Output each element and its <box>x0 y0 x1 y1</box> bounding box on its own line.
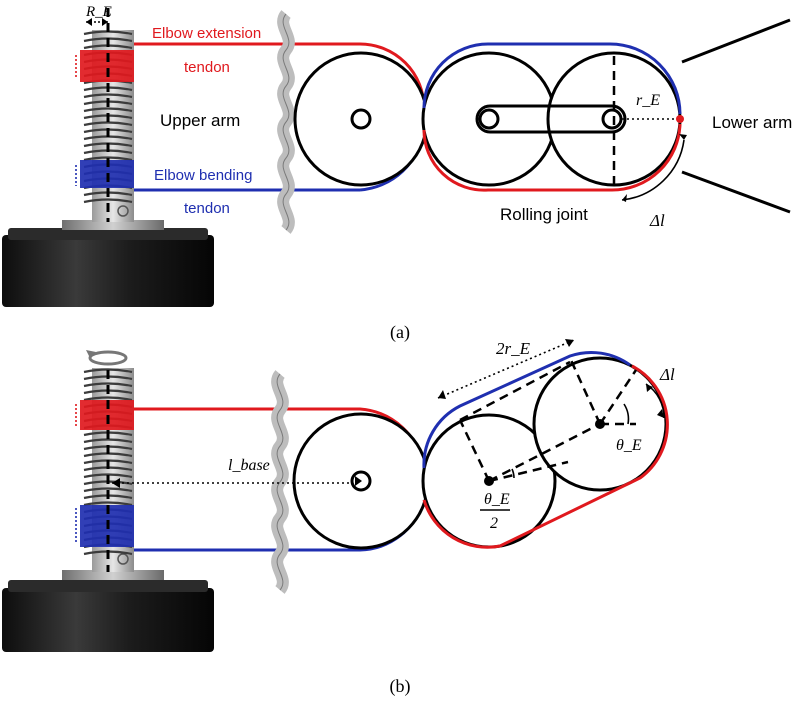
rolling-joint-a: r_E Δl <box>421 42 687 230</box>
spring-coil <box>83 396 133 402</box>
spring-coil <box>83 473 133 479</box>
radius-label: R_E <box>85 4 112 20</box>
set-screw-icon <box>117 553 129 565</box>
half-theta-numerator: θ_E <box>484 491 510 508</box>
theta-angle-arc <box>623 403 630 425</box>
delta-l-label: Δl <box>649 211 665 230</box>
extension-label-line1: Elbow extension <box>152 25 261 42</box>
connecting-link <box>475 104 627 134</box>
caption-b: (b) <box>390 676 411 697</box>
delta-arrowhead-bottom <box>622 194 627 202</box>
upper-arm-label: Upper arm <box>160 111 240 130</box>
upper-arm-pivot <box>350 108 372 130</box>
half-angle-arc <box>511 468 515 479</box>
pivot-arrowhead <box>355 476 362 486</box>
delta-l-label: Δl <box>659 365 675 384</box>
two-r-arrowhead-left <box>438 390 446 399</box>
rolling-joint-b: 2r_E θ_E θ_E 2 Δl <box>421 339 675 549</box>
base-cylinder <box>2 235 214 307</box>
tendon-anchor <box>676 115 684 123</box>
set-screw-icon <box>117 205 129 217</box>
lower-arm-bottom-edge <box>681 170 791 214</box>
spring-coil <box>83 93 133 99</box>
spring-coil <box>83 438 133 444</box>
bending-label-line1: Elbow bending <box>154 167 252 184</box>
base-cylinder-top <box>8 580 208 592</box>
base-plate <box>62 220 164 230</box>
caption-a: (a) <box>390 322 410 343</box>
spring-coil <box>83 121 133 127</box>
base-cylinder-top <box>8 228 208 240</box>
joint-tendon-red <box>422 364 669 549</box>
link-pin-right <box>601 108 623 130</box>
disc-left-center <box>484 476 494 486</box>
theta-label: θ_E <box>616 437 642 454</box>
radius-arrowhead-left <box>86 18 92 26</box>
link-pin-left <box>478 108 500 130</box>
joint-tendon-red <box>422 123 682 192</box>
actuator-base-a: R_E <box>2 4 214 307</box>
l-base-arrowhead-left <box>112 478 120 488</box>
cut-line-edge <box>276 373 284 591</box>
two-r-arrowhead-right <box>565 339 574 347</box>
disc-right-center <box>595 419 605 429</box>
cut-line-edge <box>282 13 290 231</box>
construction-lines <box>458 357 638 483</box>
spring-coil <box>83 487 133 493</box>
delta-arrowhead-top <box>679 134 687 140</box>
panel-a: R_E r_E <box>2 4 792 343</box>
joint-tendon-blue <box>422 351 631 469</box>
delta-arrowhead-bottom <box>657 409 664 418</box>
spring-coil <box>83 382 133 388</box>
half-theta-denominator: 2 <box>490 515 498 532</box>
radius-arrowhead-right <box>102 18 108 26</box>
two-r-label: 2r_E <box>496 339 531 358</box>
lower-arm-label: Lower arm <box>712 113 792 132</box>
rolling-joint-label: Rolling joint <box>500 205 588 224</box>
l-base-label: l_base <box>228 457 270 474</box>
spring-coil <box>83 368 133 374</box>
lower-arm-top-edge <box>681 18 791 64</box>
joint-tendon-blue <box>422 42 682 115</box>
r-e-label: r_E <box>636 92 660 109</box>
actuator-base-b <box>2 350 214 652</box>
rotation-arrow-icon <box>86 350 128 366</box>
spring-coil <box>83 198 133 204</box>
extension-label-line2: tendon <box>184 59 230 76</box>
panel-b: l_base 2r_E <box>2 339 675 697</box>
spring-coil <box>83 107 133 113</box>
base-cylinder <box>2 588 214 652</box>
spring-coil <box>83 156 133 162</box>
spring-coil <box>83 501 133 507</box>
delta-arrowhead-top <box>646 384 653 392</box>
base-plate <box>62 570 164 580</box>
bending-label-line2: tendon <box>184 200 230 217</box>
delta-arc <box>621 139 685 201</box>
